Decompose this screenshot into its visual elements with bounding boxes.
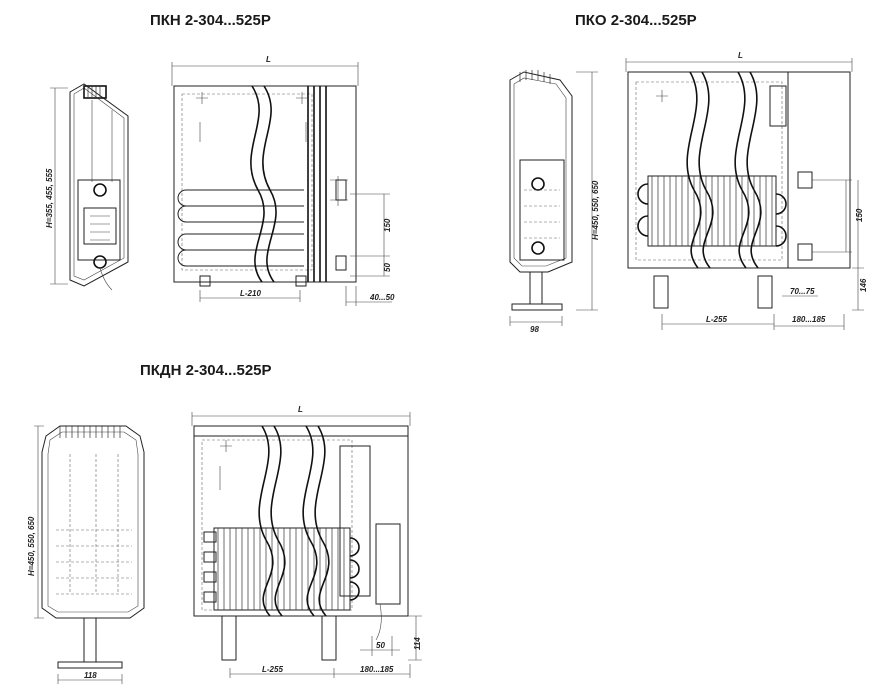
pkn-length-label: L: [266, 55, 271, 64]
pko-height-label: H=450, 550, 650: [591, 180, 600, 240]
pkdn-front-view: [191, 412, 422, 678]
pko-l255-label: L-255: [706, 315, 727, 324]
pko-150-label: 150: [855, 208, 864, 222]
pkdn-length-label: L: [298, 405, 303, 414]
pko-side-view: [509, 70, 598, 326]
pkdn-height-label: H=450, 550, 650: [27, 516, 36, 576]
pkdn-side-view: [34, 425, 145, 684]
pko-180-185-label: 180...185: [792, 315, 826, 324]
pkn-l210-label: L-210: [240, 289, 261, 298]
pkn-40-50-label: 40...50: [369, 293, 395, 302]
pko-98-label: 98: [530, 325, 539, 334]
pkn-side-view: [50, 83, 129, 291]
pkn-height-label: H=355, 455, 555: [45, 168, 54, 228]
pkdn-l255-label: L-255: [262, 665, 283, 674]
pkn-150-label: 150: [383, 218, 392, 232]
pkdn-50-label: 50: [376, 641, 385, 650]
pkdn-114-label: 114: [413, 637, 422, 650]
pkdn-heat-exchanger: [203, 527, 360, 611]
pko-heat-exchanger: [637, 175, 787, 247]
title-pko: ПКО 2-304...525Р: [575, 12, 697, 29]
pko-length-label: L: [738, 51, 743, 60]
pkn-50-label: 50: [383, 263, 392, 272]
title-pkdn: ПКДН 2-304...525Р: [140, 362, 272, 379]
pkdn-118-label: 118: [84, 671, 97, 680]
pkn-front-view: [171, 62, 392, 306]
pko-146-label: 146: [859, 278, 868, 292]
title-pkn: ПКН 2-304...525Р: [150, 12, 271, 29]
pko-front-view: [625, 58, 864, 330]
pkdn-180-185-label: 180...185: [360, 665, 394, 674]
pko-70-75-label: 70...75: [790, 287, 815, 296]
